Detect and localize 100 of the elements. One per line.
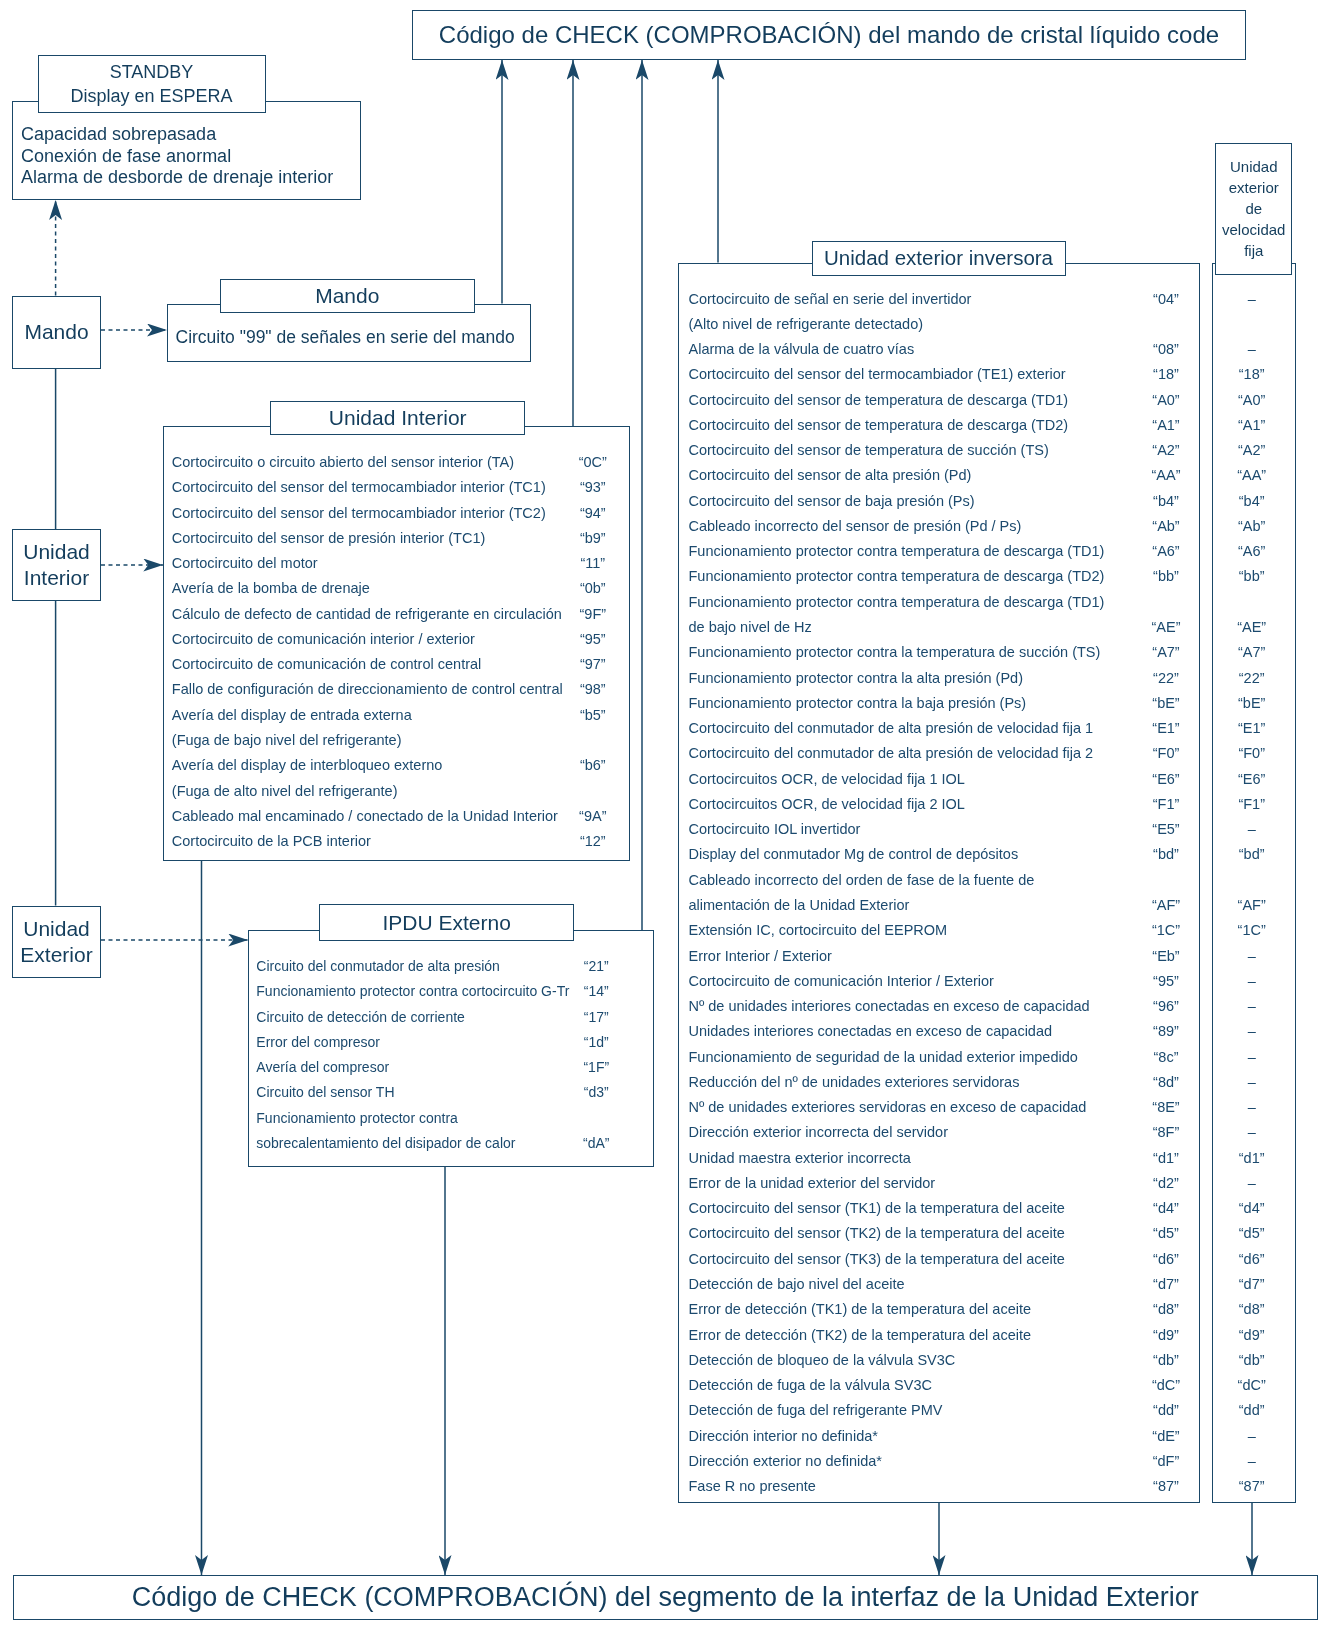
subheading-text: Display en ESPERA [70, 84, 233, 108]
fault-code: “bd” [1237, 845, 1266, 865]
fault-description: Cortocircuito de comunicación de control central [171, 655, 482, 675]
fault-code: “95” [1152, 971, 1180, 991]
fault-code: “87” [1152, 1477, 1180, 1497]
heading-text: STANDBY [109, 60, 194, 84]
condition-text: Alarma de desborde de drenaje interior [21, 167, 334, 190]
fault-code: “db” [1237, 1350, 1266, 1370]
fault-code: “1C” [1150, 921, 1182, 941]
arrow [49, 199, 63, 297]
fault-code: “12” [578, 832, 607, 852]
fault-code: “A7” [1151, 643, 1181, 663]
fault-code: “8c” [1152, 1047, 1180, 1067]
fault-code: “d9” [1237, 1325, 1266, 1345]
arrow [195, 859, 208, 1576]
fault-description: Cortocircuito de comunicación interior / exterior [171, 629, 475, 649]
fault-code: “A1” [1237, 415, 1267, 435]
fault-description: Dirección interior no definida* [688, 1426, 878, 1446]
fault-code: “8d” [1152, 1072, 1180, 1092]
fault-description: Dirección exterior incorrecta del servidor [688, 1123, 948, 1143]
fault-code: “dC” [1236, 1376, 1267, 1396]
fault-description: Cortocircuito del conmutador de alta presión de velocidad fija 1 [688, 719, 1094, 739]
fault-description: Cortocircuito de comunicación Interior / Exterior [688, 971, 994, 991]
fault-description: Cortocircuitos OCR, de velocidad fija 1 IOL [688, 769, 965, 789]
fault-code: “dA” [582, 1133, 611, 1153]
source-box: Unidad Exterior [12, 905, 101, 978]
arrow [100, 933, 250, 947]
fault-code: “b5” [578, 705, 607, 725]
fault-description: Cortocircuito del sensor de temperatura de descarga (TD2) [688, 415, 1069, 435]
fault-code: “18” [1237, 365, 1266, 385]
fault-description: Funcionamiento protector contra la temperatura de succión (TS) [688, 643, 1101, 663]
fault-description: Cortocircuitos OCR, de velocidad fija 2 IOL [688, 794, 965, 814]
fault-code: “E1” [1151, 719, 1181, 739]
fault-code: “A6” [1151, 542, 1181, 562]
panel-heading: Unidad Interior [270, 401, 526, 436]
fault-code: “db” [1152, 1350, 1180, 1370]
panel-heading: Unidad exterior inversora [811, 240, 1066, 276]
fault-description: Unidad maestra exterior incorrecta [688, 1148, 911, 1168]
fault-description: Funcionamiento protector contra temperatura de descarga (TD1) de bajo nivel de Hz [688, 592, 1106, 637]
fault-description: Dirección exterior no definida* [688, 1451, 882, 1471]
fault-code: “d5” [1237, 1224, 1266, 1244]
fault-description: Cortocircuito del sensor de alta presión (Pd) [688, 466, 972, 486]
fault-description: Circuito de detección de corriente [256, 1007, 465, 1027]
fault-description: Funcionamiento protector contra la baja presión (Ps) [688, 693, 1027, 713]
fault-description: Detección de fuga de la válvula SV3C [688, 1376, 932, 1396]
fault-code: “d7” [1237, 1275, 1266, 1294]
fault-code: “E1” [1237, 719, 1267, 739]
panel-heading: Mando [220, 278, 475, 313]
fault-description: Cortocircuito del sensor de presión interior (TC1) [171, 528, 486, 548]
fault-description: Alarma de la válvula de cuatro vías [688, 340, 915, 360]
fault-code: “dd” [1152, 1401, 1180, 1421]
arrow [932, 1502, 946, 1576]
fault-code: “18” [1152, 365, 1180, 385]
fault-code: “97” [578, 655, 607, 675]
fault-description: Cortocircuito del sensor de temperatura de descarga (TD1) [688, 390, 1069, 410]
fault-description: Circuito del conmutador de alta presión [256, 957, 500, 976]
fault-code: “E5” [1151, 820, 1181, 840]
fault-code: “A2” [1237, 441, 1267, 461]
fault-code: “b6” [578, 756, 607, 776]
fault-code: “d8” [1237, 1300, 1266, 1320]
fault-code: “89” [1152, 1022, 1180, 1042]
fault-description: Cortocircuito del motor [171, 554, 318, 574]
fault-description: Avería de la bomba de drenaje [171, 579, 370, 599]
arrow [100, 323, 168, 337]
fault-code: “b4” [1237, 491, 1266, 511]
fault-code: “bE” [1237, 693, 1267, 713]
source-box: Unidad Interior [12, 529, 101, 601]
fault-code: – [1246, 1022, 1257, 1042]
fault-code: “21” [582, 957, 610, 976]
fault-description: Nº de unidades exteriores servidoras en exceso de capacidad [688, 1098, 1087, 1118]
fault-code: – [1246, 1173, 1257, 1193]
fault-description: Cortocircuito del sensor del termocambiador (TE1) exterior [688, 365, 1066, 385]
fault-note: (Fuga de bajo nivel del refrigerante) [171, 730, 402, 750]
fault-code: “AE” [1150, 618, 1182, 637]
fault-code: “F0” [1237, 744, 1266, 764]
fault-description: Error de la unidad exterior del servidor [688, 1173, 936, 1193]
fault-description: Nº de unidades interiores conectadas en exceso de capacidad [688, 997, 1090, 1017]
fault-code: – [1246, 997, 1257, 1017]
condition-text: Conexión de fase anormal [21, 145, 232, 168]
fault-code: “Ab” [1151, 516, 1181, 536]
fault-code: “87” [1237, 1477, 1266, 1497]
fault-description: Error de detección (TK2) de la temperatura del aceite [688, 1325, 1032, 1345]
fault-code: “d2” [1152, 1173, 1180, 1193]
fault-code: “d1” [1152, 1148, 1180, 1168]
fault-code: “A2” [1151, 441, 1181, 461]
fault-note: (Alto nivel de refrigerante detectado) [688, 314, 924, 334]
fault-description: Cableado incorrecto del orden de fase de la fuente de alimentación de la Unidad Exterior [688, 870, 1036, 915]
fault-code: “8F” [1151, 1123, 1181, 1143]
fault-description: Cortocircuito del sensor (TK3) de la temperatura del aceite [688, 1249, 1065, 1269]
fault-code: “A0” [1151, 390, 1181, 410]
fault-code: “d3” [582, 1083, 610, 1103]
fault-description: Circuito del sensor TH [256, 1083, 395, 1103]
fault-description: Funcionamiento protector contra temperatura de descarga (TD1) [688, 542, 1105, 562]
fault-code: “96” [1152, 997, 1180, 1017]
fault-code: “F0” [1151, 744, 1181, 764]
fault-code: “AA” [1150, 466, 1182, 486]
fault-code: “Ab” [1237, 516, 1267, 536]
fault-code: “1d” [582, 1032, 610, 1052]
fault-description: Funcionamiento de seguridad de la unidad exterior impedido [688, 1047, 1078, 1067]
fault-description: Cortocircuito del sensor del termocambiador interior (TC1) [171, 478, 546, 498]
